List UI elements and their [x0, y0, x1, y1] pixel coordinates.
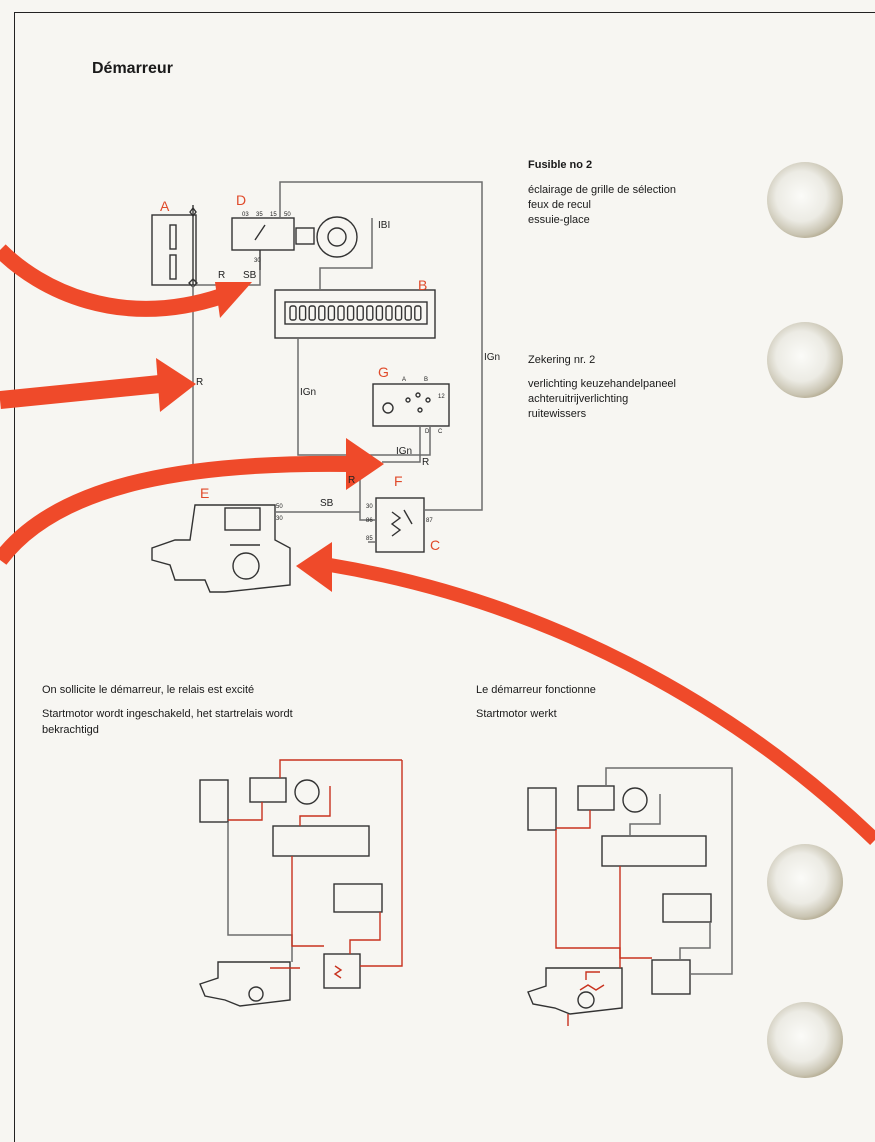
fuse-cell	[394, 305, 403, 321]
page-title: Démarreur	[92, 60, 173, 77]
wire-label-r-top: R	[218, 270, 225, 281]
selector-terminal-d: D	[425, 429, 430, 435]
label-B: B	[418, 277, 427, 293]
fuse-line-nl-3: ruitewissers	[528, 408, 587, 420]
starter-relay-icon	[375, 497, 425, 553]
fuse-heading-nl: Zekering nr. 2	[528, 354, 596, 366]
label-D: D	[236, 192, 246, 208]
fuse-line-nl-2: achteruitrijverlichting	[528, 393, 629, 405]
battery-icon	[151, 205, 198, 288]
fuse-cell	[404, 305, 412, 321]
wire-label-r-f: R	[348, 475, 355, 486]
fuse-line-fr-1: éclairage de grille de sélection	[528, 184, 676, 196]
fuse-line-fr-3: essuie-glace	[528, 214, 590, 226]
small-diagram-right	[527, 767, 733, 1026]
fuse-cell	[346, 305, 355, 321]
fuse-cell	[375, 305, 384, 321]
fuse-cell	[356, 305, 364, 321]
wire-label-sb-bottom: SB	[320, 498, 334, 509]
selector-terminal-12: 12	[438, 394, 445, 400]
label-A: A	[160, 198, 170, 214]
selector-terminal-c: C	[438, 429, 443, 435]
wire-label-ibi: IBI	[378, 220, 390, 231]
fuse-cell	[385, 305, 393, 321]
label-F: F	[394, 473, 403, 489]
wire-label-ign-right: IGn	[484, 352, 500, 363]
fuse-cell	[308, 305, 316, 321]
fuse-line-fr-2: feux de recul	[528, 199, 591, 211]
relay-terminal-87: 87	[426, 518, 433, 524]
caption-left-text: Startmotor wordt ingeschakeld, het start…	[42, 708, 293, 736]
caption-right-title: Le démarreur fonctionne	[476, 684, 596, 696]
arrow-graphics	[0, 244, 875, 846]
fuse-cell	[414, 305, 422, 321]
main-schematic	[151, 181, 483, 593]
switch-terminal-15: 15	[270, 212, 277, 218]
label-E: E	[200, 485, 209, 501]
fuse-cell	[289, 305, 297, 321]
wire-label-r-g: R	[422, 457, 429, 468]
fuse-cell	[298, 305, 307, 321]
relay-terminal-86: 86	[366, 518, 373, 524]
fuse-heading-fr: Fusible no 2	[528, 159, 593, 171]
relay-terminal-30: 30	[366, 504, 373, 510]
binder-ring-icon	[767, 162, 843, 1078]
wire-label-ign-g: IGn	[396, 446, 412, 457]
small-diagram-left	[199, 759, 403, 1007]
label-G: G	[378, 364, 389, 380]
caption-left-title: On sollicite le démarreur, le relais est…	[42, 684, 255, 696]
wire-label-r-left: R	[196, 377, 203, 388]
switch-terminal-30: 30	[254, 258, 261, 264]
relay-terminal-85: 85	[366, 536, 373, 542]
selector-switch-icon	[372, 383, 450, 427]
fuse-cell	[337, 305, 345, 321]
fuse-cell	[366, 305, 374, 321]
label-C: C	[430, 537, 440, 553]
wire-label-sb-top: SB	[243, 270, 257, 281]
starter-motor-icon	[151, 504, 291, 593]
starter-terminal-50: 50	[276, 504, 283, 510]
fuse-line-nl-1: verlichting keuzehandelpaneel	[528, 378, 676, 390]
switch-terminal-50: 50	[284, 212, 291, 218]
page-border-top	[14, 12, 875, 13]
caption-right-text: Startmotor werkt	[476, 708, 557, 720]
selector-terminal-b: B	[424, 377, 428, 383]
wire-label-ign-mid: IGn	[300, 387, 316, 398]
diagram-labels: A D B G F E C R SB R IBI IGn IGn IGn R R…	[160, 192, 500, 553]
fuse-cell	[327, 305, 336, 321]
fuse-cell	[318, 305, 326, 321]
starter-terminal-30: 30	[276, 516, 283, 522]
switch-terminal-35: 35	[256, 212, 263, 218]
selector-terminal-a: A	[402, 377, 406, 383]
page-border-left	[14, 12, 15, 1142]
switch-terminal-03: 03	[242, 212, 249, 218]
fuse-box-icon	[274, 289, 436, 339]
ignition-switch-icon	[231, 216, 358, 270]
